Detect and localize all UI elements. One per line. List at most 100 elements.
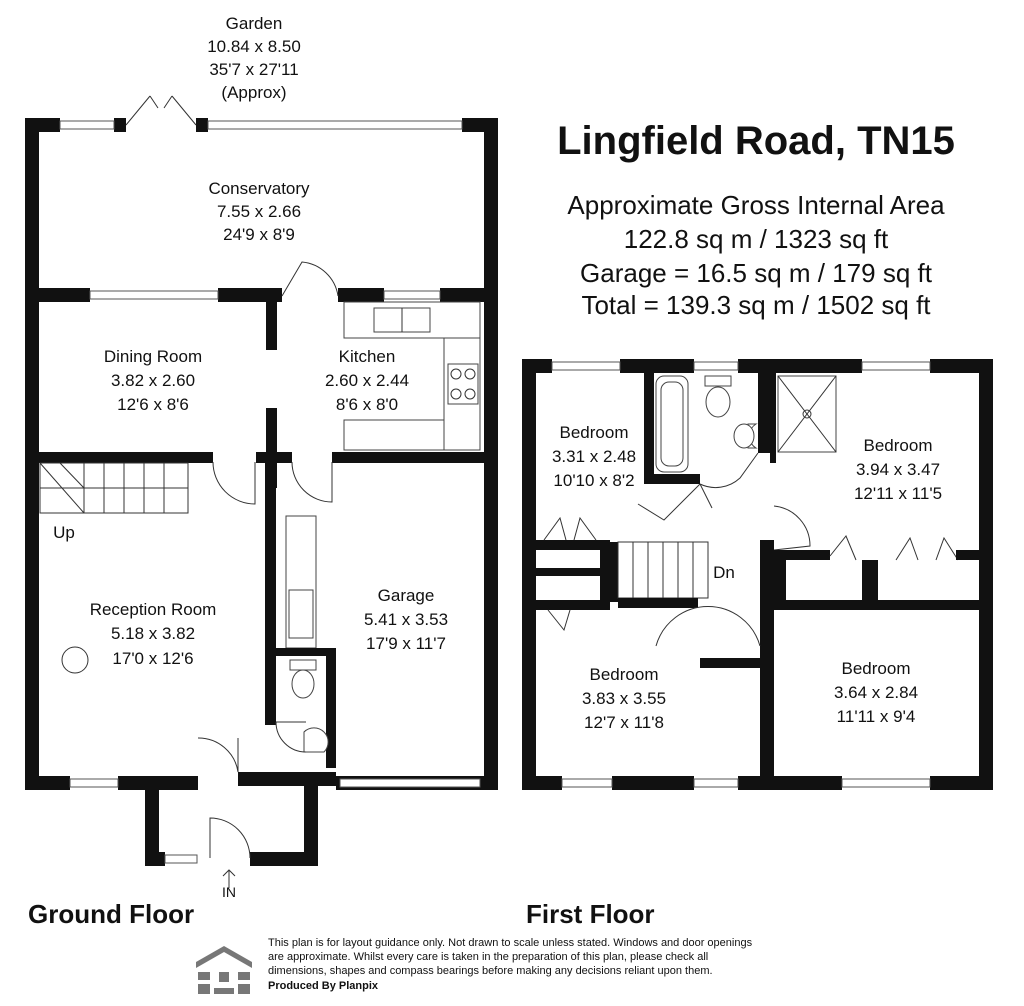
hob-icon [447, 363, 479, 405]
garage-name: Garage [378, 586, 435, 605]
bedroom-2-imperial: 12'11 x 11'5 [854, 484, 942, 503]
staircase [39, 462, 189, 514]
dining-room-name: Dining Room [104, 347, 202, 366]
window [207, 120, 463, 130]
stairs-up-label: Up [53, 523, 75, 542]
kitchen-imperial: 8'6 x 8'0 [336, 395, 398, 414]
bedroom-1-imperial: 10'10 x 8'2 [553, 471, 634, 490]
kitchen-worktop [343, 419, 445, 451]
disclaimer-line-1: This plan is for layout guidance only. N… [268, 937, 753, 949]
area-line-1: Approximate Gross Internal Area [567, 190, 945, 220]
ground-floor-label: Ground Floor [28, 899, 194, 929]
door-swing [275, 721, 307, 753]
bath-icon [655, 375, 689, 473]
garage-metric: 5.41 x 3.53 [364, 610, 448, 629]
internal-wall [338, 288, 384, 302]
window [861, 361, 931, 371]
bedroom-3-name: Bedroom [590, 665, 659, 684]
utility-sink-icon [288, 589, 314, 639]
internal-wall [536, 600, 610, 610]
internal-wall [758, 373, 770, 453]
window [693, 361, 739, 371]
cupboard-door [829, 535, 857, 561]
internal-wall [25, 288, 90, 302]
window [59, 120, 115, 130]
first-floor-label: First Floor [526, 899, 655, 929]
wardrobe-doors [543, 516, 597, 541]
window [561, 778, 613, 788]
internal-wall [956, 550, 993, 560]
window [693, 778, 739, 788]
door-swing [291, 461, 333, 503]
internal-wall [760, 540, 774, 790]
first-east-wall [979, 359, 993, 790]
garden-name: Garden [226, 14, 283, 33]
window [69, 778, 119, 788]
window [383, 290, 441, 300]
internal-wall [326, 648, 336, 768]
ground-north-wall-segment [25, 118, 60, 132]
bedroom-1-metric: 3.31 x 2.48 [552, 447, 636, 466]
feature-circle-icon [61, 646, 89, 674]
bedroom-3-metric: 3.83 x 3.55 [582, 689, 666, 708]
sliding-door [89, 290, 219, 300]
internal-wall [536, 540, 608, 550]
door-swing [197, 737, 239, 773]
first-floor-plan [522, 359, 993, 790]
internal-wall [862, 560, 878, 608]
wardrobe-doors [895, 536, 959, 561]
bedroom-4-metric: 3.64 x 2.84 [834, 683, 918, 702]
garage-imperial: 17'9 x 11'7 [366, 634, 446, 653]
property-title: Lingfield Road, TN15 [557, 119, 955, 163]
bathroom-door-swing [699, 452, 759, 509]
first-north-wall-segment [738, 359, 862, 373]
area-line-3: Garage = 16.5 sq m / 179 sq ft [580, 258, 933, 288]
internal-wall [536, 568, 610, 576]
ground-north-wall-segment [196, 118, 208, 132]
area-line-2: 122.8 sq m / 1323 sq ft [624, 224, 889, 254]
ground-north-wall-segment [462, 118, 498, 132]
porch-wall [250, 852, 318, 866]
internal-wall [256, 452, 292, 463]
planpix-logo-icon [196, 946, 252, 994]
garage-door [339, 778, 481, 788]
porch-wall [304, 776, 318, 866]
window [164, 854, 198, 864]
dining-room-metric: 3.82 x 2.60 [111, 371, 195, 390]
garden-imperial: 35'7 x 27'11 [209, 60, 298, 79]
toilet-icon [289, 659, 317, 699]
ground-south-wall-segment [238, 772, 336, 786]
toilet-icon [704, 375, 732, 418]
ground-south-wall-segment [25, 776, 70, 790]
internal-wall [25, 452, 213, 463]
bedroom-2-metric: 3.94 x 3.47 [856, 460, 940, 479]
first-south-wall-segment [930, 776, 993, 790]
porch-wall [145, 776, 159, 866]
internal-wall [774, 550, 830, 560]
stairs-down-label: Dn [713, 563, 735, 582]
basin-icon [733, 423, 758, 449]
internal-wall [774, 560, 786, 600]
garden-metric: 10.84 x 8.50 [207, 37, 301, 56]
internal-wall [774, 600, 993, 610]
door-swing [655, 606, 761, 647]
shower-tray-icon [777, 375, 837, 453]
window [551, 361, 621, 371]
door-swing [212, 461, 256, 505]
conservatory-imperial: 24'9 x 8'9 [223, 225, 295, 244]
garden-note: (Approx) [221, 83, 286, 102]
ground-north-wall-segment [114, 118, 126, 132]
disclaimer-line-2: are approximate. Whilst every care is ta… [268, 951, 708, 963]
internal-wall [440, 288, 498, 302]
first-north-wall-segment [620, 359, 694, 373]
first-south-wall-segment [738, 776, 842, 790]
bedroom-4-imperial: 11'11 x 9'4 [837, 707, 916, 726]
entrance-arrow-icon [222, 869, 236, 888]
basin-icon [303, 727, 329, 753]
kitchen-metric: 2.60 x 2.44 [325, 371, 409, 390]
door-swing [773, 505, 811, 551]
planpix-credit: Produced By Planpix [268, 980, 379, 992]
ground-floor-plan [25, 95, 498, 888]
reception-room-imperial: 17'0 x 12'6 [112, 649, 193, 668]
